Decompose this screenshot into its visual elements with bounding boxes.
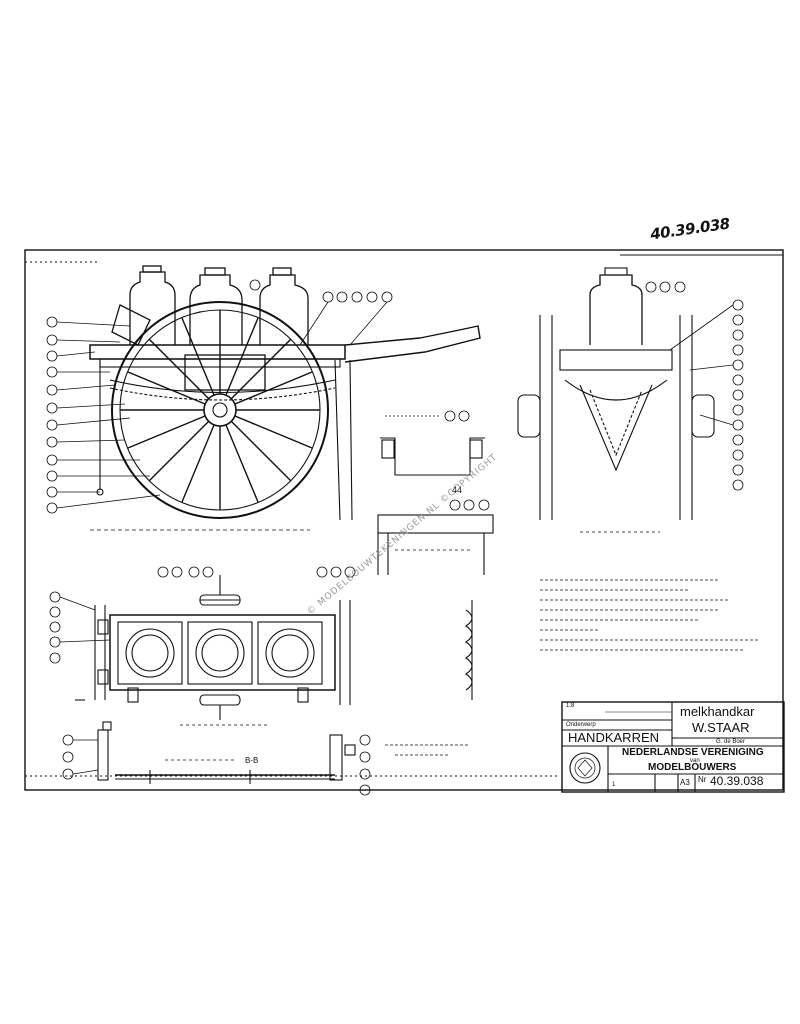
tb-org-line1: NEDERLANDSE VERENIGING [622,747,764,758]
tb-category-label: Onderwerp [566,722,596,728]
rail-profile-detail [465,600,473,700]
plan-view-handcart [49,566,356,726]
tb-number-value: 40.39.038 [710,774,764,788]
title-block [561,701,785,793]
detail-44: 44 [380,410,485,495]
tb-org-line3: MODELBOUWERS [648,762,737,773]
side-handle [344,325,481,363]
watermark: © MODELBOUWTEKENINGEN.NL ©COPYRIGHT [306,452,500,617]
tb-org-line2: van [690,758,700,764]
plan-can-2 [195,628,245,678]
tb-format-value: A3 [680,778,690,787]
detail-middle-section [377,499,494,575]
tb-scale-value: 1:8 [566,703,575,709]
notes-block [540,579,760,651]
plan-can-1 [125,628,175,678]
side-milk-cans [111,265,309,391]
side-wheel-spokes [120,310,320,510]
tb-author-value: G. de Boer [716,739,746,745]
side-view-handcart [46,265,481,531]
tb-object-value: melkhandkar [680,704,755,719]
detail-44-label: 44 [452,485,462,495]
section-b-b: B-B [62,721,470,796]
section-b-b-label: B-B [245,756,258,765]
side-leader-bubbles [46,279,393,514]
plan-can-3 [265,628,315,678]
sheet-frame [24,249,784,791]
tb-number-prefix: Nr [698,775,707,784]
side-wheel-rim-outer [111,301,329,519]
tb-origin-value: W.STAAR [692,720,750,735]
tb-sheet-value: 1 [612,782,616,788]
front-milk-can [589,274,643,345]
nvm-seal [569,752,601,784]
tb-category-value: HANDKARREN [568,730,660,745]
front-view-handcart [517,267,744,533]
